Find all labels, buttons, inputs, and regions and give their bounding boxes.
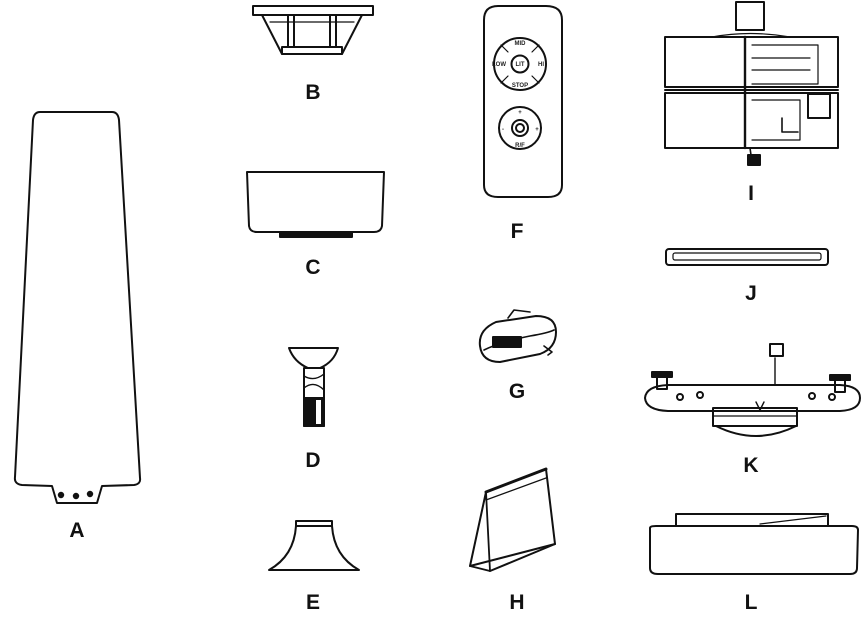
remote-plus-top-label: + (518, 110, 522, 116)
receiver-icon (478, 309, 557, 363)
part-label-j: J (745, 282, 757, 305)
remote-lit-label: LIT (516, 62, 525, 68)
fan-blade-icon (13, 111, 142, 504)
hardware-bag-icon (469, 467, 556, 572)
light-kit-plate-icon (644, 343, 861, 437)
motor-assembly-icon (664, 1, 839, 166)
part-labels: A B C D E F G H I J K L (69, 81, 758, 614)
canopy-cover-icon (268, 520, 360, 571)
part-label-e: E (306, 591, 320, 614)
remote-fan-labels: MID LOW HI STOP LIT (492, 41, 544, 89)
remote-minus-label: - (502, 127, 504, 133)
remote-plus-right-label: + (535, 127, 539, 133)
part-label-b: B (305, 81, 320, 104)
remote-low-label: LOW (492, 62, 506, 68)
part-label-d: D (305, 449, 320, 472)
part-label-h: H (509, 591, 524, 614)
canopy-icon (246, 171, 385, 238)
part-label-c: C (305, 256, 320, 279)
part-label-l: L (745, 591, 758, 614)
part-label-k: K (743, 454, 758, 477)
remote-mid-label: MID (515, 41, 527, 47)
part-label-i: I (748, 182, 754, 205)
remote-rf-label: R/F (515, 143, 525, 149)
downrod-icon (288, 347, 339, 427)
remote-light-labels: + - + R/F (502, 110, 539, 149)
part-label-a: A (69, 519, 84, 542)
glass-cover-icon (649, 513, 859, 575)
remote-hi-label: HI (538, 62, 544, 68)
trim-ring-icon (665, 248, 829, 266)
remote-stop-label: STOP (512, 83, 528, 89)
part-label-f: F (511, 220, 524, 243)
part-label-g: G (509, 380, 525, 403)
mounting-bracket-icon (252, 5, 374, 55)
remote-control-icon (483, 5, 563, 198)
